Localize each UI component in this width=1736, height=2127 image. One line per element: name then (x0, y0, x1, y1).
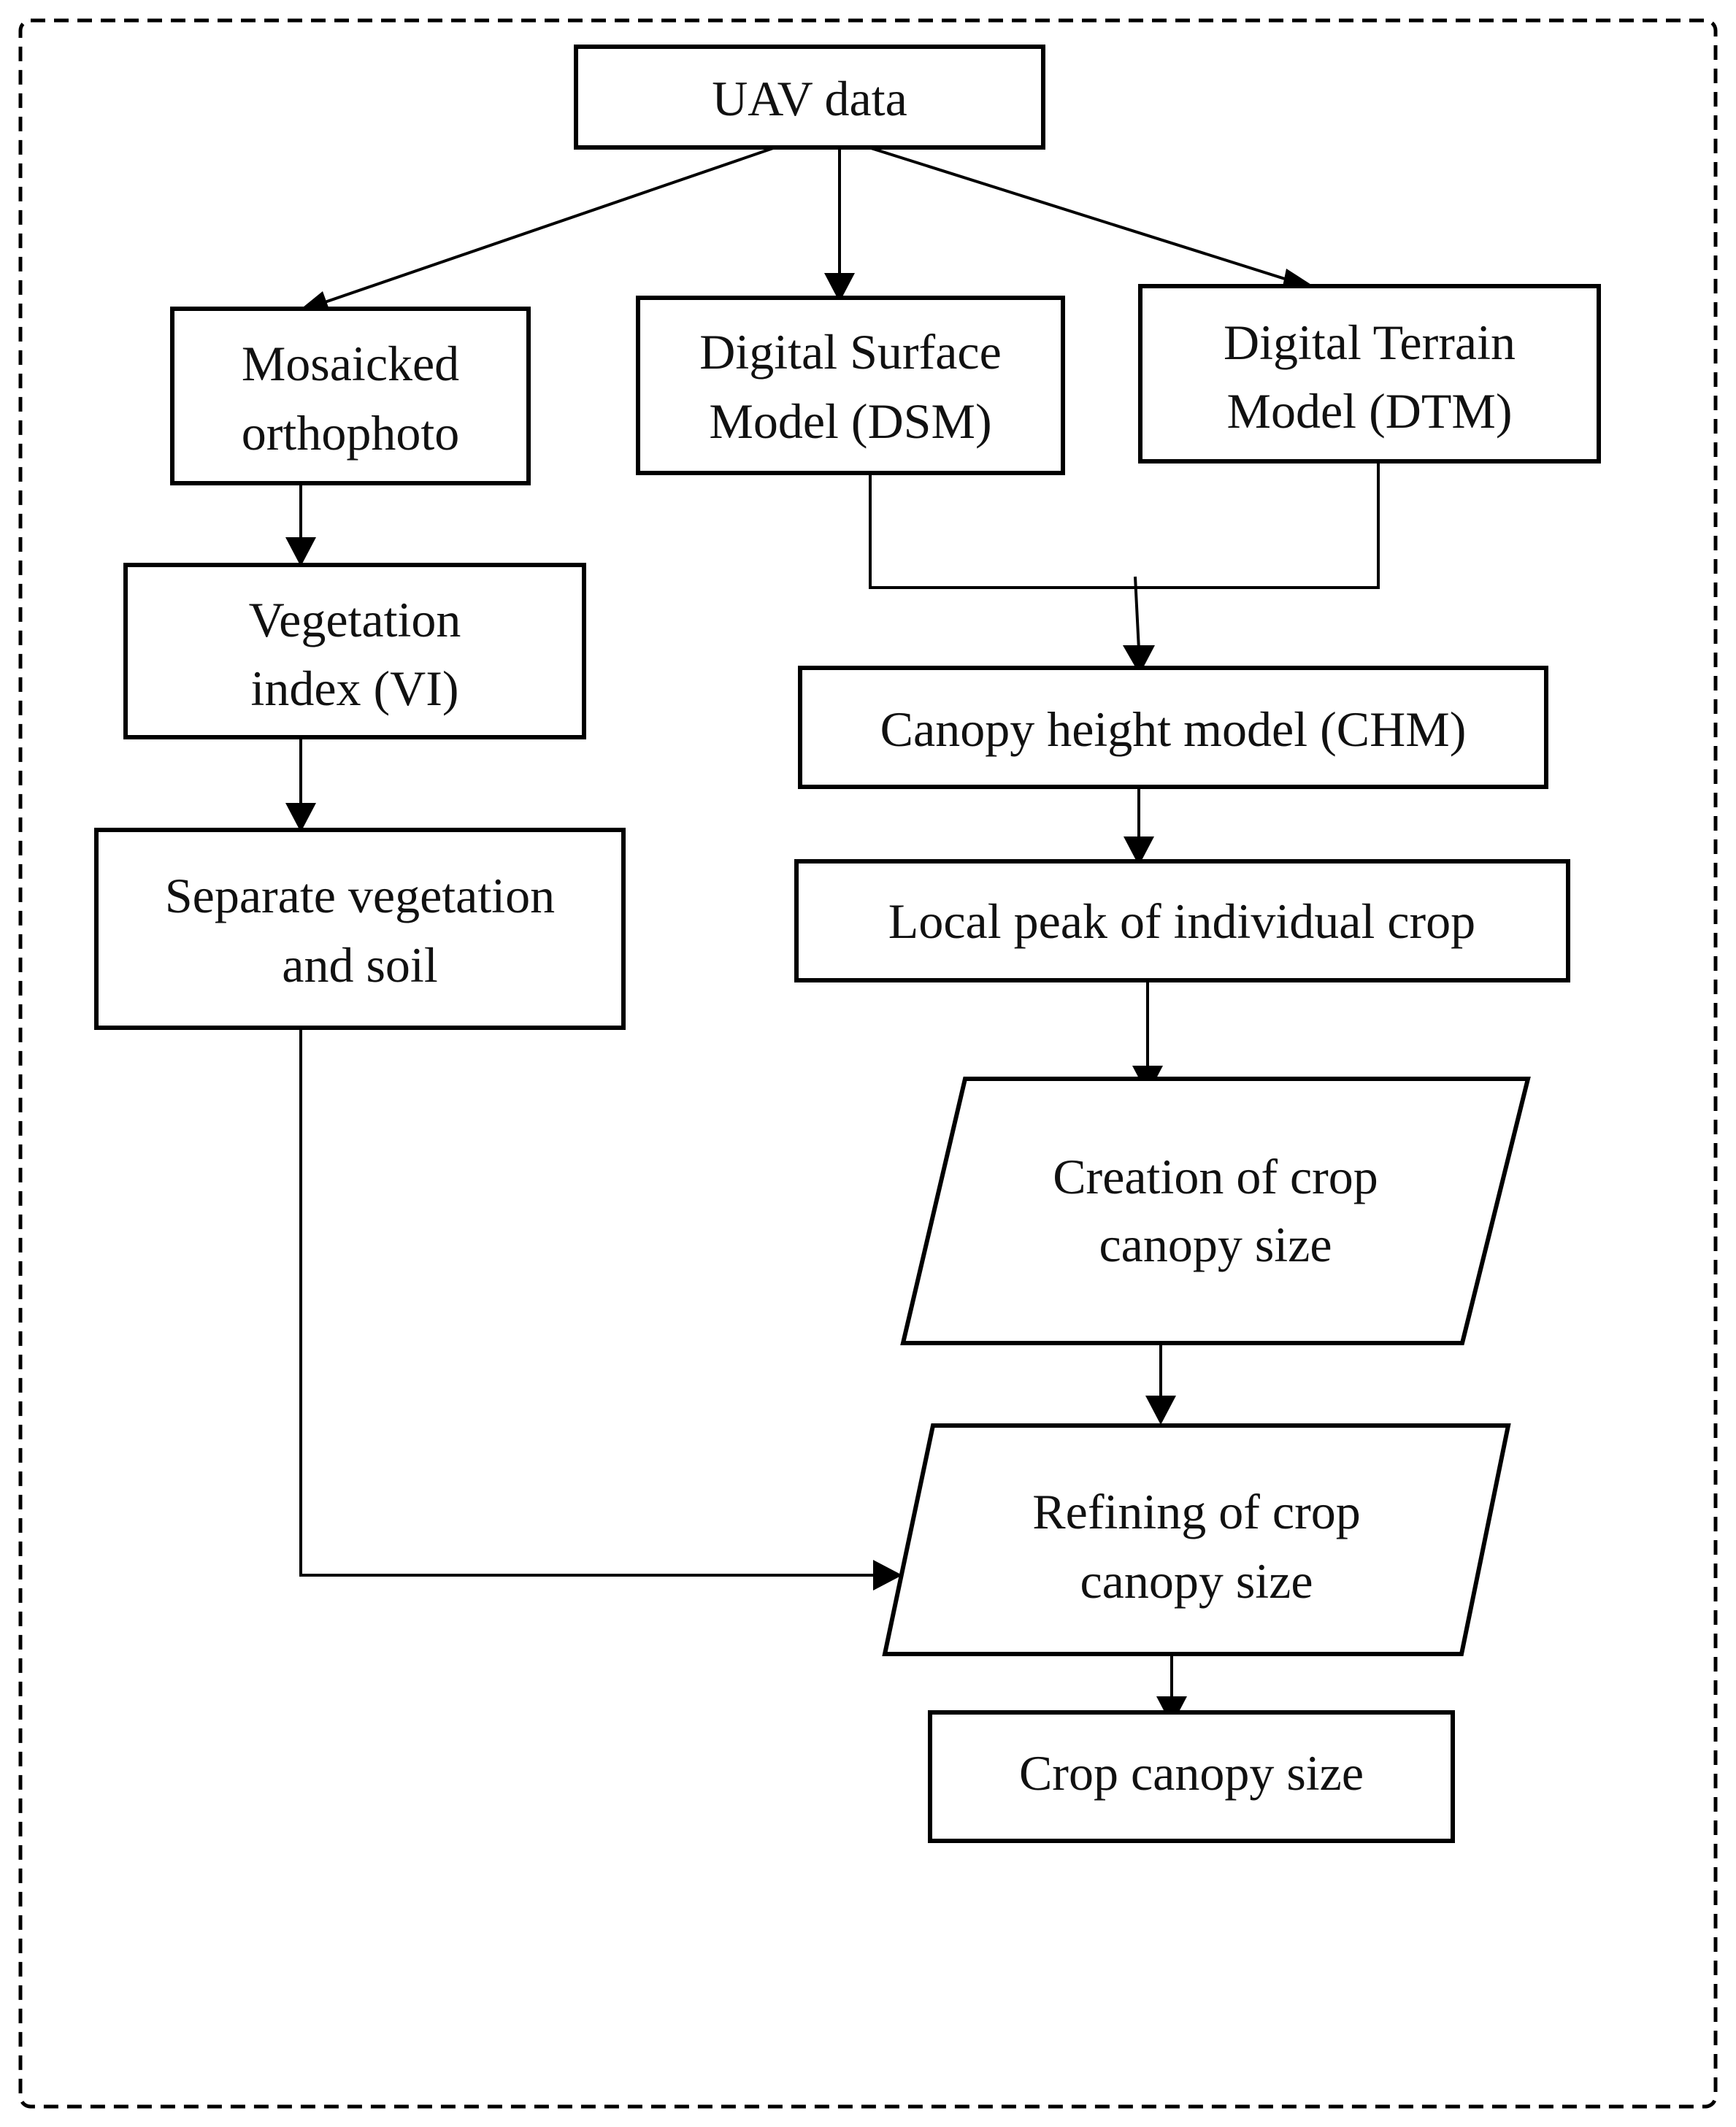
node-mosaicked-orthophoto: Mosaicked orthophoto (170, 307, 531, 485)
node-dsm-line2: Model (DSM) (709, 393, 991, 449)
arrowhead-vi (285, 537, 316, 566)
node-dtm-line1: Digital Terrain (1224, 315, 1516, 370)
node-refining-line2: canopy size (1080, 1553, 1313, 1609)
node-dtm-line2: Model (DTM) (1227, 383, 1513, 439)
node-chm-label: Canopy height model (CHM) (880, 701, 1467, 757)
node-creation-canopy-size: Creation of crop canopy size (900, 1077, 1531, 1345)
node-uav-data-label: UAV data (712, 71, 907, 126)
node-separate-vegetation-soil: Separate vegetation and soil (94, 828, 626, 1030)
node-digital-terrain-model: Digital Terrain Model (DTM) (1138, 284, 1601, 464)
outer-frame (18, 18, 1718, 2109)
arrow-uav-to-dtm (868, 146, 1286, 280)
node-vegetation-index-line2: index (VI) (250, 661, 458, 716)
node-creation-line2: canopy size (1099, 1217, 1332, 1272)
node-mosaicked-orthophoto-line1: Mosaicked (242, 336, 459, 391)
arrowhead-refining (1145, 1396, 1176, 1425)
node-refining-canopy-size: Refining of crop canopy size (882, 1423, 1511, 1656)
arrowhead-chm (1123, 645, 1155, 674)
bracket-dsm-dtm (869, 454, 1380, 589)
arrowhead-peak (1124, 836, 1154, 866)
node-separate-line1: Separate vegetation (165, 868, 555, 923)
node-vegetation-index: Vegetation index (VI) (123, 563, 586, 739)
node-local-peak-label: Local peak of individual crop (888, 893, 1475, 949)
node-crop-canopy-size: Crop canopy size (928, 1710, 1455, 1843)
arrow-merge-to-chm (1134, 576, 1140, 650)
node-dsm-line1: Digital Surface (699, 324, 1002, 380)
node-local-peak: Local peak of individual crop (794, 859, 1570, 982)
node-vegetation-index-line1: Vegetation (249, 592, 461, 647)
arrowhead-dsm (824, 273, 855, 302)
arrow-uav-to-ortho (324, 146, 776, 304)
node-refining-line1: Refining of crop (1032, 1484, 1360, 1539)
node-digital-surface-model: Digital Surface Model (DSM) (636, 296, 1065, 475)
arrow-sep-to-refining (299, 1028, 876, 1577)
node-creation-line1: Creation of crop (1053, 1149, 1378, 1204)
node-separate-line2: and soil (282, 937, 437, 993)
node-mosaicked-orthophoto-line2: orthophoto (242, 405, 459, 461)
nodes: UAV data Mosaicked orthophoto Digital Su… (94, 45, 1601, 1843)
node-uav-data: UAV data (574, 45, 1045, 150)
arrowhead-sep (285, 803, 316, 832)
arrowhead-refining-side (873, 1560, 902, 1591)
node-final-label: Crop canopy size (1019, 1745, 1364, 1801)
node-canopy-height-model: Canopy height model (CHM) (798, 666, 1548, 789)
